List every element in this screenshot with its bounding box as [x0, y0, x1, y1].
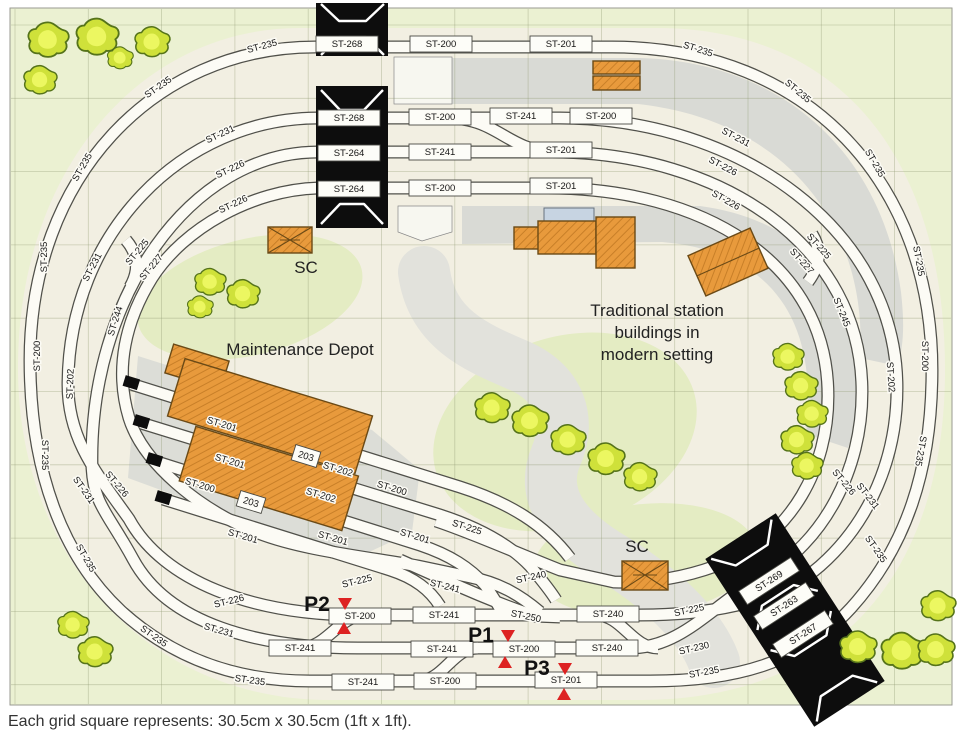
track-piece-label: ST-268 — [317, 109, 381, 127]
p3-arrow-down-icon — [558, 663, 572, 675]
svg-text:ST-201: ST-201 — [546, 39, 577, 50]
svg-text:ST-240: ST-240 — [592, 643, 623, 654]
track-piece-label: ST-235 — [37, 438, 51, 472]
station-note-line2: buildings in — [614, 323, 699, 342]
track-piece-label: ST-241 — [408, 143, 472, 161]
track-piece-label: ST-200 — [31, 339, 45, 373]
svg-text:ST-235: ST-235 — [39, 242, 50, 273]
track-piece-label: ST-268 — [315, 35, 379, 53]
svg-text:ST-241: ST-241 — [425, 147, 456, 158]
svg-text:ST-240: ST-240 — [593, 609, 624, 620]
sc-building-1 — [267, 226, 313, 254]
track-piece-label: ST-200 — [408, 179, 472, 197]
station-roof-building — [592, 75, 641, 91]
svg-text:ST-264: ST-264 — [334, 148, 365, 159]
canopy-building — [543, 207, 595, 223]
track-surfaces — [24, 41, 938, 687]
p2-arrow-down-icon — [338, 598, 352, 610]
grid-scale-caption: Each grid square represents: 30.5cm x 30… — [8, 713, 412, 730]
p1-arrow-down-icon — [501, 630, 515, 642]
svg-text:ST-202: ST-202 — [884, 361, 897, 392]
station-building — [513, 226, 540, 250]
track-piece-label: ST-202 — [882, 360, 898, 394]
track-piece-label: 203 — [235, 489, 267, 515]
p2-label: P2 — [304, 593, 330, 616]
station-note-line1: Traditional station — [590, 301, 724, 320]
p3-label: P3 — [524, 657, 550, 680]
svg-text:ST-200: ST-200 — [586, 111, 617, 122]
svg-text:ST-235: ST-235 — [234, 673, 266, 688]
sc-building-2 — [621, 560, 669, 591]
sc2-label: SC — [625, 537, 649, 556]
svg-text:ST-241: ST-241 — [348, 677, 379, 688]
svg-text:ST-201: ST-201 — [546, 145, 577, 156]
p2-marker: P2 — [304, 593, 352, 634]
track-piece-label: ST-264 — [317, 180, 381, 198]
svg-text:ST-264: ST-264 — [334, 184, 365, 195]
svg-text:ST-200: ST-200 — [509, 644, 540, 655]
track-piece-label: 203 — [290, 443, 322, 469]
p1-marker: P1 — [468, 624, 515, 668]
svg-text:ST-235: ST-235 — [39, 440, 50, 471]
station-buildings — [513, 60, 769, 297]
sc1-label: SC — [294, 258, 318, 277]
p2-arrow-up-icon — [337, 622, 351, 634]
station-building — [537, 220, 597, 255]
track-piece-label: ST-235 — [38, 240, 52, 274]
svg-text:ST-268: ST-268 — [332, 39, 363, 50]
station-platform-upper — [452, 58, 904, 366]
depot-building-large — [166, 357, 374, 475]
track-piece-label: ST-235 — [232, 672, 267, 690]
buffer-stops — [122, 375, 173, 506]
track-piece-label: ST-200 — [413, 672, 477, 690]
p3-arrow-up-icon — [557, 688, 571, 700]
track-piece-label: ST-200 — [569, 107, 633, 125]
station-note-line3: modern setting — [601, 345, 713, 364]
track-piece-label: ST-200 — [409, 35, 473, 53]
track-piece-label: ST-241 — [412, 606, 476, 624]
svg-text:ST-200: ST-200 — [430, 676, 461, 687]
track-piece-label: ST-241 — [268, 639, 332, 657]
svg-text:ST-202: ST-202 — [65, 369, 77, 400]
track-piece-label: ST-240 — [576, 605, 640, 623]
svg-text:ST-268: ST-268 — [334, 113, 365, 124]
track-piece-label: ST-241 — [489, 107, 553, 125]
track-piece-label: ST-201 — [529, 141, 593, 159]
track-piece-label: ST-201 — [529, 177, 593, 195]
svg-text:ST-200: ST-200 — [426, 39, 457, 50]
svg-text:ST-201: ST-201 — [551, 675, 582, 686]
svg-text:ST-241: ST-241 — [429, 610, 460, 621]
p1-arrow-up-icon — [498, 656, 512, 668]
p1-label: P1 — [468, 624, 494, 647]
track-piece-label: ST-241 — [410, 640, 474, 658]
platform-end — [397, 205, 453, 242]
track-piece-label: ST-200 — [917, 339, 931, 373]
track-piece-label: ST-200 — [328, 607, 392, 625]
track-piece-label: ST-240 — [575, 639, 639, 657]
station-building — [595, 216, 636, 269]
track-piece-label: ST-200 — [408, 108, 472, 126]
track-piece-label: ST-200 — [492, 640, 556, 658]
svg-text:ST-241: ST-241 — [285, 643, 316, 654]
svg-text:ST-200: ST-200 — [425, 112, 456, 123]
maintenance-depot-label: Maintenance Depot — [226, 340, 374, 359]
track-piece-label: ST-202 — [63, 367, 78, 401]
track-piece-label: ST-241 — [331, 673, 395, 691]
svg-text:ST-200: ST-200 — [345, 611, 376, 622]
track-piece-label: ST-264 — [317, 144, 381, 162]
station-roof-building — [592, 60, 641, 75]
svg-text:ST-241: ST-241 — [427, 644, 458, 655]
platform-end — [393, 56, 453, 105]
svg-text:ST-200: ST-200 — [919, 341, 930, 372]
svg-text:ST-200: ST-200 — [425, 183, 456, 194]
svg-text:ST-241: ST-241 — [506, 111, 537, 122]
p3-marker: P3 — [524, 657, 572, 700]
svg-text:ST-201: ST-201 — [546, 181, 577, 192]
svg-text:ST-200: ST-200 — [32, 341, 43, 372]
track-piece-label: ST-201 — [529, 35, 593, 53]
